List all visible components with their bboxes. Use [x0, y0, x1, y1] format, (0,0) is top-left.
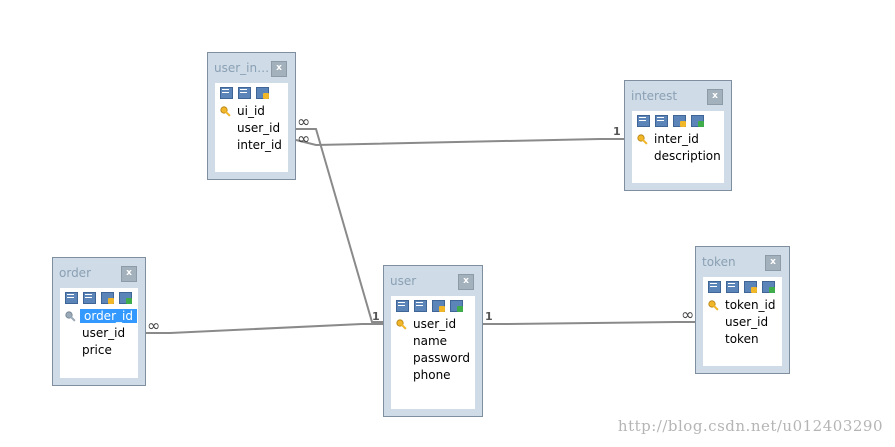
table-relation-icon[interactable] — [761, 279, 775, 293]
field-name: user_id — [413, 317, 457, 331]
field-row[interactable]: user_id — [703, 314, 782, 331]
table-list-icon[interactable] — [237, 85, 251, 99]
field-row[interactable]: user_id — [60, 325, 138, 342]
table-body: ui_id user_id inter_id — [215, 83, 288, 172]
table-relation-icon[interactable] — [449, 298, 463, 312]
table-view-icon[interactable] — [64, 290, 78, 304]
table-title: user_int... — [214, 61, 273, 75]
rel-one-label: 1 — [485, 310, 493, 323]
field-row[interactable]: token — [703, 331, 782, 348]
rel-many-label: ∞ — [297, 112, 311, 131]
primary-key-icon — [396, 319, 407, 330]
field-row[interactable]: inter_id — [632, 131, 724, 148]
table-order[interactable]: order x order_id user_id price — [52, 257, 146, 386]
field-name: name — [413, 334, 448, 348]
table-list-icon[interactable] — [82, 290, 96, 304]
primary-key-icon — [65, 311, 76, 322]
rel-many-label: ∞ — [681, 305, 695, 324]
table-body: order_id user_id price — [60, 288, 138, 378]
table-relation-icon[interactable] — [118, 290, 132, 304]
primary-key-icon — [637, 134, 648, 145]
field-name: token — [725, 332, 759, 346]
primary-key-icon — [708, 300, 719, 311]
table-toolbar — [215, 83, 288, 103]
relation-user-interest-to-interest[interactable] — [295, 138, 625, 147]
table-user-interest[interactable]: user_int... x ui_id user_id inter_id — [207, 52, 296, 180]
table-view-icon[interactable] — [219, 85, 233, 99]
table-body: inter_id description — [632, 111, 724, 183]
field-name: order_id — [80, 309, 137, 323]
table-toolbar — [60, 288, 138, 308]
table-token[interactable]: token x token_id user_id token — [695, 246, 790, 374]
table-user[interactable]: user x user_id name password phone — [383, 265, 483, 417]
relation-order-to-user[interactable] — [146, 323, 384, 334]
field-row[interactable]: user_id — [215, 120, 288, 137]
rel-many-label: ∞ — [147, 316, 161, 335]
table-toolbar — [391, 296, 475, 316]
close-icon[interactable]: x — [271, 61, 287, 77]
close-icon[interactable]: x — [707, 89, 723, 105]
field-name: user_id — [82, 326, 126, 340]
table-view-icon[interactable] — [395, 298, 409, 312]
table-list-icon[interactable] — [725, 279, 739, 293]
table-body: token_id user_id token — [703, 277, 782, 366]
field-row[interactable]: phone — [391, 367, 475, 384]
table-view-icon[interactable] — [636, 113, 650, 127]
relation-user-interest-to-user[interactable] — [296, 128, 384, 323]
close-icon[interactable]: x — [458, 274, 474, 290]
field-name: inter_id — [237, 138, 282, 152]
table-key-icon[interactable] — [743, 279, 757, 293]
table-interest[interactable]: interest x inter_id description — [624, 80, 732, 191]
table-title: interest — [631, 89, 678, 103]
field-row[interactable]: password — [391, 350, 475, 367]
field-name: ui_id — [237, 104, 265, 118]
field-row[interactable]: description — [632, 148, 724, 165]
field-name: user_id — [237, 121, 281, 135]
table-toolbar — [703, 277, 782, 297]
table-key-icon[interactable] — [672, 113, 686, 127]
watermark: http://blog.csdn.net/u012403290 — [617, 417, 883, 435]
field-row[interactable]: token_id — [703, 297, 782, 314]
table-relation-icon[interactable] — [690, 113, 704, 127]
table-list-icon[interactable] — [413, 298, 427, 312]
field-name: description — [654, 149, 721, 163]
rel-one-label: 1 — [372, 310, 380, 323]
primary-key-icon — [220, 106, 231, 117]
rel-many-label: ∞ — [297, 129, 311, 148]
field-name: password — [413, 351, 470, 365]
close-icon[interactable]: x — [121, 266, 137, 282]
field-row[interactable]: price — [60, 342, 138, 359]
table-view-icon[interactable] — [707, 279, 721, 293]
field-name: token_id — [725, 298, 776, 312]
field-name: phone — [413, 368, 451, 382]
table-title: user — [390, 274, 417, 288]
field-row[interactable]: user_id — [391, 316, 475, 333]
rel-one-label: 1 — [613, 125, 621, 138]
table-key-icon[interactable] — [255, 85, 269, 99]
relation-user-to-token[interactable] — [483, 321, 696, 325]
field-row[interactable]: name — [391, 333, 475, 350]
field-name: price — [82, 343, 112, 357]
table-title: order — [59, 266, 91, 280]
table-title: token — [702, 255, 736, 269]
table-toolbar — [632, 111, 724, 131]
table-list-icon[interactable] — [654, 113, 668, 127]
field-row[interactable]: ui_id — [215, 103, 288, 120]
close-icon[interactable]: x — [765, 255, 781, 271]
field-name: inter_id — [654, 132, 699, 146]
table-key-icon[interactable] — [100, 290, 114, 304]
field-row-selected[interactable]: order_id — [60, 308, 138, 325]
field-name: user_id — [725, 315, 769, 329]
table-key-icon[interactable] — [431, 298, 445, 312]
table-body: user_id name password phone — [391, 296, 475, 409]
field-row[interactable]: inter_id — [215, 137, 288, 154]
